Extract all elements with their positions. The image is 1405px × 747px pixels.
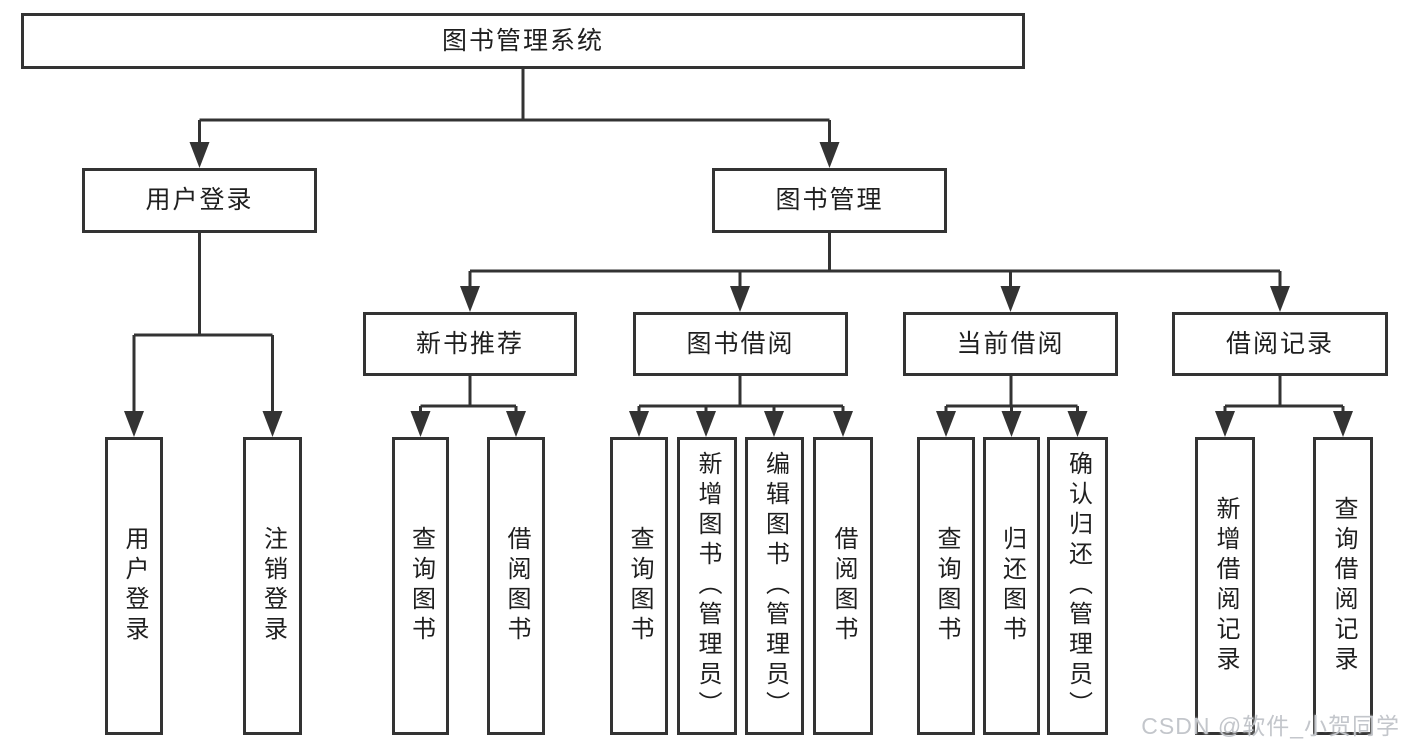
leaf-add-borrow-record: 新增借阅记录 bbox=[1195, 437, 1255, 735]
node-label: 用户登录 bbox=[145, 186, 254, 214]
node-book-management: 图书管理 bbox=[712, 168, 947, 233]
node-new-book-recommend: 新书推荐 bbox=[363, 312, 577, 376]
leaf-confirm-return-admin: 确认归还（管理员） bbox=[1047, 437, 1108, 735]
leaf-borrow-books-borrowing: 借阅图书 bbox=[813, 437, 873, 735]
node-label: 图书管理 bbox=[775, 186, 884, 214]
node-label: 图书借阅 bbox=[686, 329, 795, 358]
leaf-query-borrow-record: 查询借阅记录 bbox=[1313, 437, 1373, 735]
node-label: 新书推荐 bbox=[415, 329, 524, 358]
leaf-add-books-admin: 新增图书（管理员） bbox=[677, 437, 737, 735]
leaf-user-login: 用户登录 bbox=[105, 437, 163, 735]
node-label: 当前借阅 bbox=[956, 329, 1065, 358]
csdn-watermark: CSDN @软件_小贺同学 bbox=[1141, 713, 1400, 739]
leaf-logout-login: 注销登录 bbox=[243, 437, 302, 735]
leaf-return-books: 归还图书 bbox=[983, 437, 1040, 735]
node-label: 借阅图书 bbox=[830, 526, 857, 646]
node-book-borrowing: 图书借阅 bbox=[633, 312, 848, 376]
node-book-management-system: 图书管理系统 bbox=[21, 13, 1025, 69]
leaf-query-books-recommend: 查询图书 bbox=[392, 437, 449, 735]
node-user-login: 用户登录 bbox=[82, 168, 317, 233]
node-label: 图书管理系统 bbox=[441, 26, 604, 55]
node-label: 借阅记录 bbox=[1225, 329, 1334, 358]
leaf-query-books-borrowing: 查询图书 bbox=[610, 437, 668, 735]
leaf-borrow-books-recommend: 借阅图书 bbox=[487, 437, 545, 735]
leaf-edit-books-admin: 编辑图书（管理员） bbox=[745, 437, 804, 735]
node-label: 用户登录 bbox=[121, 526, 148, 646]
node-label: 确认归还（管理员） bbox=[1064, 451, 1092, 721]
node-label: 新增图书（管理员） bbox=[694, 451, 721, 721]
node-label: 新增借阅记录 bbox=[1212, 496, 1239, 676]
leaf-query-books-current: 查询图书 bbox=[917, 437, 975, 735]
node-borrowing-records: 借阅记录 bbox=[1172, 312, 1388, 376]
node-label: 归还图书 bbox=[998, 526, 1026, 646]
node-label: 查询图书 bbox=[933, 526, 960, 646]
node-label: 借阅图书 bbox=[503, 526, 530, 646]
node-label: 查询借阅记录 bbox=[1330, 496, 1357, 676]
node-label: 编辑图书（管理员） bbox=[761, 451, 789, 721]
node-label: 注销登录 bbox=[259, 526, 287, 646]
node-current-borrowing: 当前借阅 bbox=[903, 312, 1118, 376]
node-label: 查询图书 bbox=[626, 526, 653, 646]
node-label: 查询图书 bbox=[407, 526, 435, 646]
